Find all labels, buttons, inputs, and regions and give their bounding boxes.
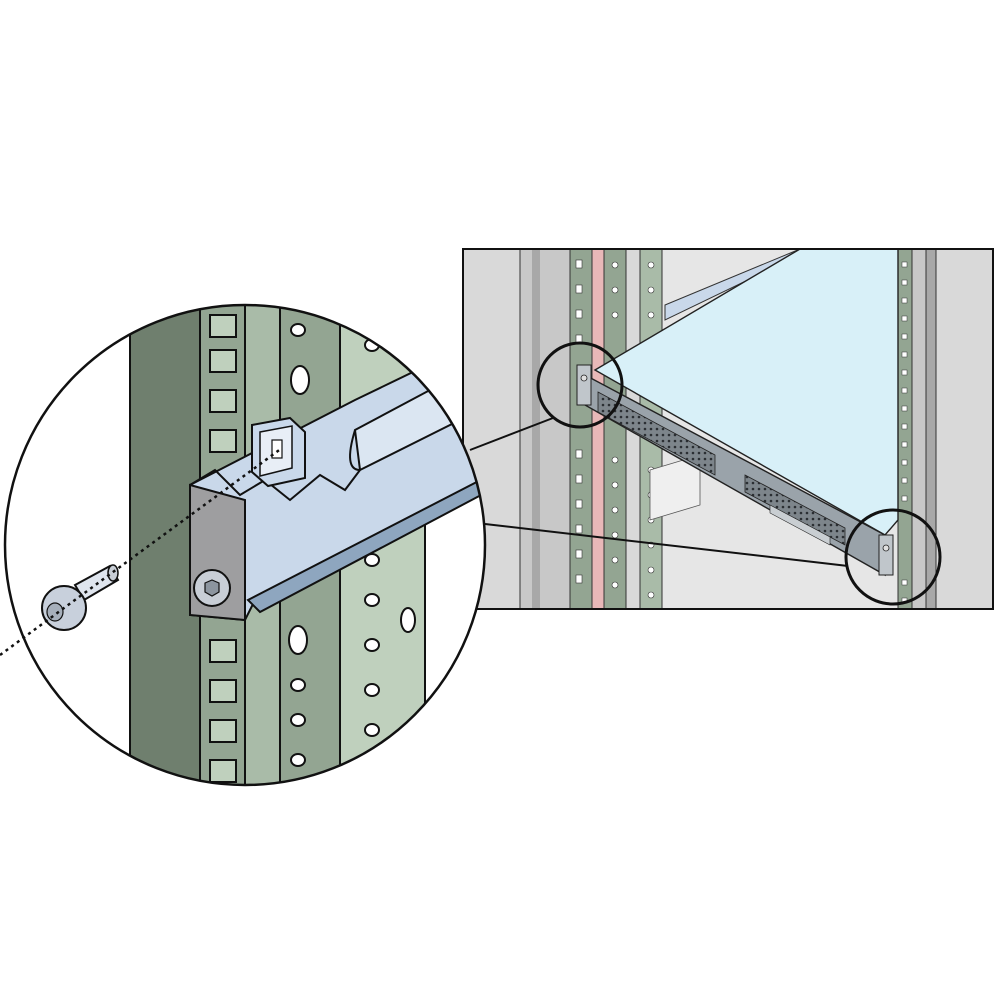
rack-post-left-outer (519, 249, 571, 609)
rack-square-holes (209, 314, 237, 783)
server-top (593, 249, 899, 536)
callout-circle-right (844, 508, 942, 606)
magnified-detail (0, 303, 487, 787)
insertion-path (0, 446, 283, 657)
server-ear-right (878, 534, 894, 576)
inset-frame (462, 248, 994, 610)
server-vent (597, 391, 716, 476)
rack-inset (462, 248, 994, 610)
callout-circle-left (536, 341, 624, 429)
rack-rail-pink (591, 249, 605, 609)
server-ear-left (576, 364, 592, 406)
callout-leaders (469, 417, 849, 567)
magnifier-circle (3, 303, 487, 787)
rack-round-holes (288, 323, 310, 767)
